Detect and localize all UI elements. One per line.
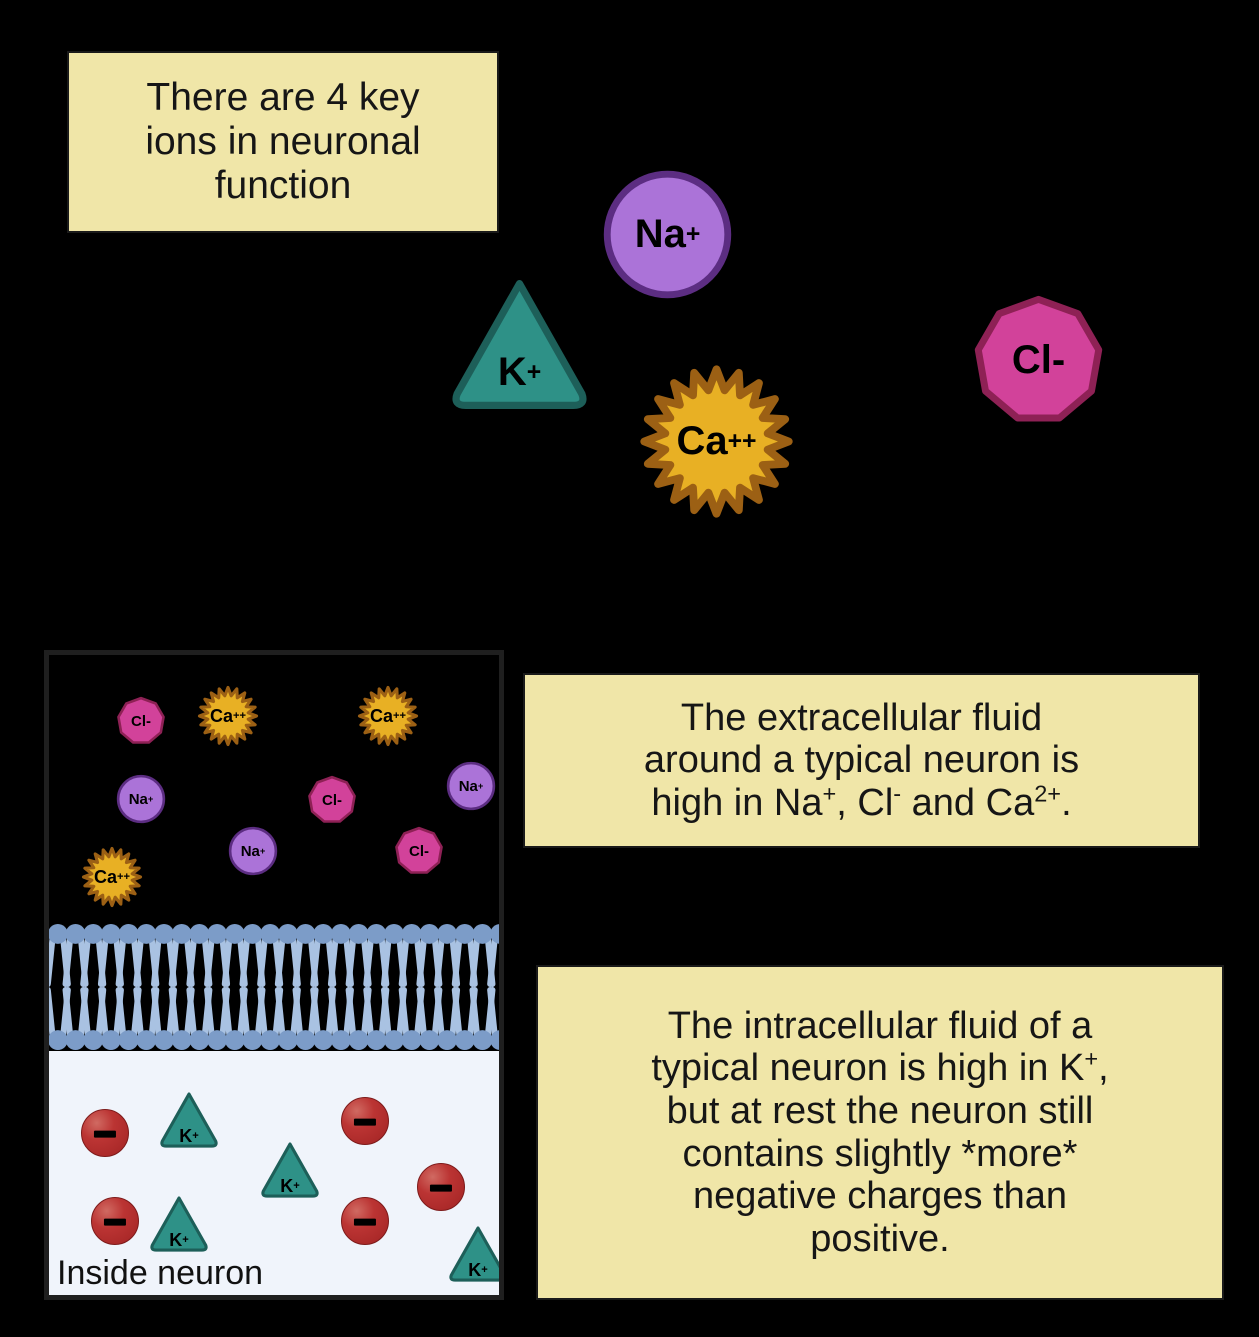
ec-frag-b: , Cl <box>836 781 894 824</box>
callout-intracellular-line6: positive. <box>810 1217 950 1260</box>
minus-icon <box>93 1130 117 1138</box>
intracellular-ion-k: K+ <box>259 1139 321 1201</box>
minus-icon <box>353 1118 377 1126</box>
callout-extracellular-line2: around a typical neuron is <box>643 739 1080 782</box>
callout-intracellular-line4: contains slightly *more* <box>682 1132 1078 1175</box>
callout-intro: There are 4 key ions in neuronal functio… <box>67 51 499 233</box>
ec-frag-a: high in Na <box>651 781 823 824</box>
intracellular-ion-anion <box>417 1163 465 1211</box>
anion-circle <box>341 1097 389 1145</box>
key-ion-ca: Ca++ <box>638 363 795 520</box>
anion-circle <box>91 1197 139 1245</box>
ec-sup-na: + <box>822 780 837 807</box>
ic-frag-a: typical neuron is high in K <box>651 1047 1085 1090</box>
callout-intracellular-line3: but at rest the neuron still <box>666 1089 1094 1132</box>
inside-neuron-label: Inside neuron <box>57 1254 264 1292</box>
cell-membrane-diagram: Inside neuron Cl-Ca++Ca++Na+Cl-Na+Ca++Na… <box>44 650 504 1300</box>
extracellular-ion-na: Na+ <box>115 773 167 825</box>
anion-circle <box>341 1197 389 1245</box>
phospholipid-bilayer <box>49 923 499 1051</box>
ec-frag-c: and Ca <box>901 781 1035 824</box>
key-ion-k: K+ <box>447 272 592 417</box>
minus-icon <box>429 1184 453 1192</box>
callout-extracellular: The extracellular fluid around a typical… <box>523 673 1200 848</box>
ec-sup-ca: 2+ <box>1034 780 1062 807</box>
callout-intro-line3: function <box>214 163 352 207</box>
ec-sup-cl: - <box>893 780 902 807</box>
anion-circle <box>417 1163 465 1211</box>
extracellular-ion-cl: Cl- <box>306 774 358 826</box>
minus-icon <box>103 1218 127 1226</box>
ec-frag-d: . <box>1061 781 1072 824</box>
extracellular-ion-cl: Cl- <box>393 825 445 877</box>
intracellular-ion-anion <box>341 1197 389 1245</box>
anion-circle <box>81 1109 129 1157</box>
extracellular-ion-na: Na+ <box>227 825 279 877</box>
intracellular-ion-anion <box>81 1109 129 1157</box>
intracellular-ion-anion <box>91 1197 139 1245</box>
callout-extracellular-line3: high in Na+, Cl- and Ca2+. <box>535 780 1188 825</box>
intracellular-ion-k: K+ <box>447 1223 499 1285</box>
minus-icon <box>353 1218 377 1226</box>
extracellular-ion-na: Na+ <box>445 760 497 812</box>
callout-intro-line1: There are 4 key <box>146 76 420 120</box>
extracellular-ion-cl: Cl- <box>115 695 167 747</box>
callout-intro-line2: ions in neuronal <box>145 120 421 164</box>
extracellular-ion-ca: Ca++ <box>357 685 419 747</box>
ic-frag-b: , <box>1098 1047 1109 1090</box>
key-ion-cl: Cl- <box>969 291 1108 430</box>
callout-intracellular: The intracellular fluid of a typical neu… <box>536 965 1224 1300</box>
intracellular-ion-anion <box>341 1097 389 1145</box>
key-ion-na: Na+ <box>599 166 736 303</box>
callout-intracellular-line1: The intracellular fluid of a <box>667 1004 1093 1047</box>
cell-ions-layer: Cl-Ca++Ca++Na+Cl-Na+Ca++Na+Cl-K+K+K+K+ <box>49 655 499 1295</box>
extracellular-ion-ca: Ca++ <box>197 685 259 747</box>
intracellular-ion-k: K+ <box>158 1089 220 1151</box>
callout-intracellular-line5: negative charges than <box>693 1175 1067 1218</box>
intracellular-ion-k: K+ <box>148 1193 210 1255</box>
ic-sup-k: + <box>1084 1045 1099 1072</box>
callout-intracellular-line2: typical neuron is high in K+, <box>548 1047 1212 1090</box>
extracellular-ion-ca: Ca++ <box>81 846 143 908</box>
callout-extracellular-line1: The extracellular fluid <box>680 696 1043 739</box>
